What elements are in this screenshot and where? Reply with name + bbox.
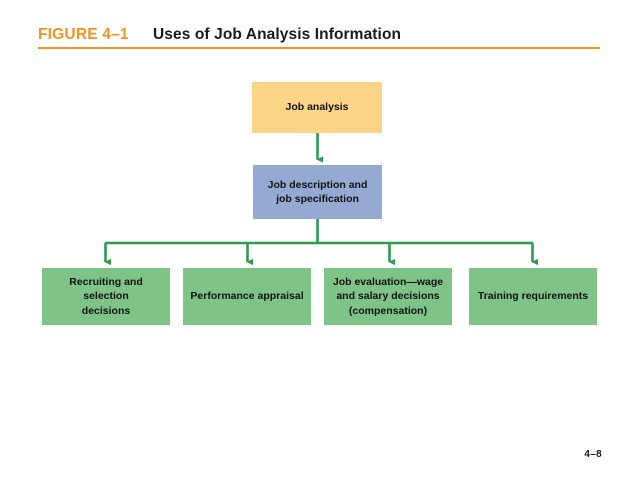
page-number: 4–8 [584, 449, 602, 460]
node-training-label: Training requirements [477, 290, 589, 303]
edge-bus-trunk [105, 219, 533, 245]
node-training-requirements[interactable]: Training requirements [469, 268, 597, 325]
figure-header: FIGURE 4–1 Uses of Job Analysis Informat… [38, 26, 600, 52]
node-recruiting-label: Recruiting and selection decisions [69, 276, 143, 317]
node-job-analysis[interactable]: Job analysis [252, 82, 382, 133]
node-job-evaluation-label: Job evaluation—wage and salary decisions… [332, 276, 444, 317]
node-job-description-label: Job description and job specification [267, 178, 368, 205]
node-job-evaluation-compensation[interactable]: Job evaluation—wage and salary decisions… [324, 268, 452, 325]
node-recruiting-and-selection-decisions[interactable]: Recruiting and selection decisions [42, 268, 170, 325]
node-performance-appraisal[interactable]: Performance appraisal [183, 268, 311, 325]
node-job-description[interactable]: Job description and job specification [253, 165, 382, 219]
header-divider [38, 47, 600, 49]
node-performance-label: Performance appraisal [190, 290, 304, 303]
node-job-analysis-label: Job analysis [285, 101, 349, 114]
page-title: Uses of Job Analysis Information [153, 26, 402, 43]
figure-label: FIGURE 4–1 [38, 26, 129, 43]
